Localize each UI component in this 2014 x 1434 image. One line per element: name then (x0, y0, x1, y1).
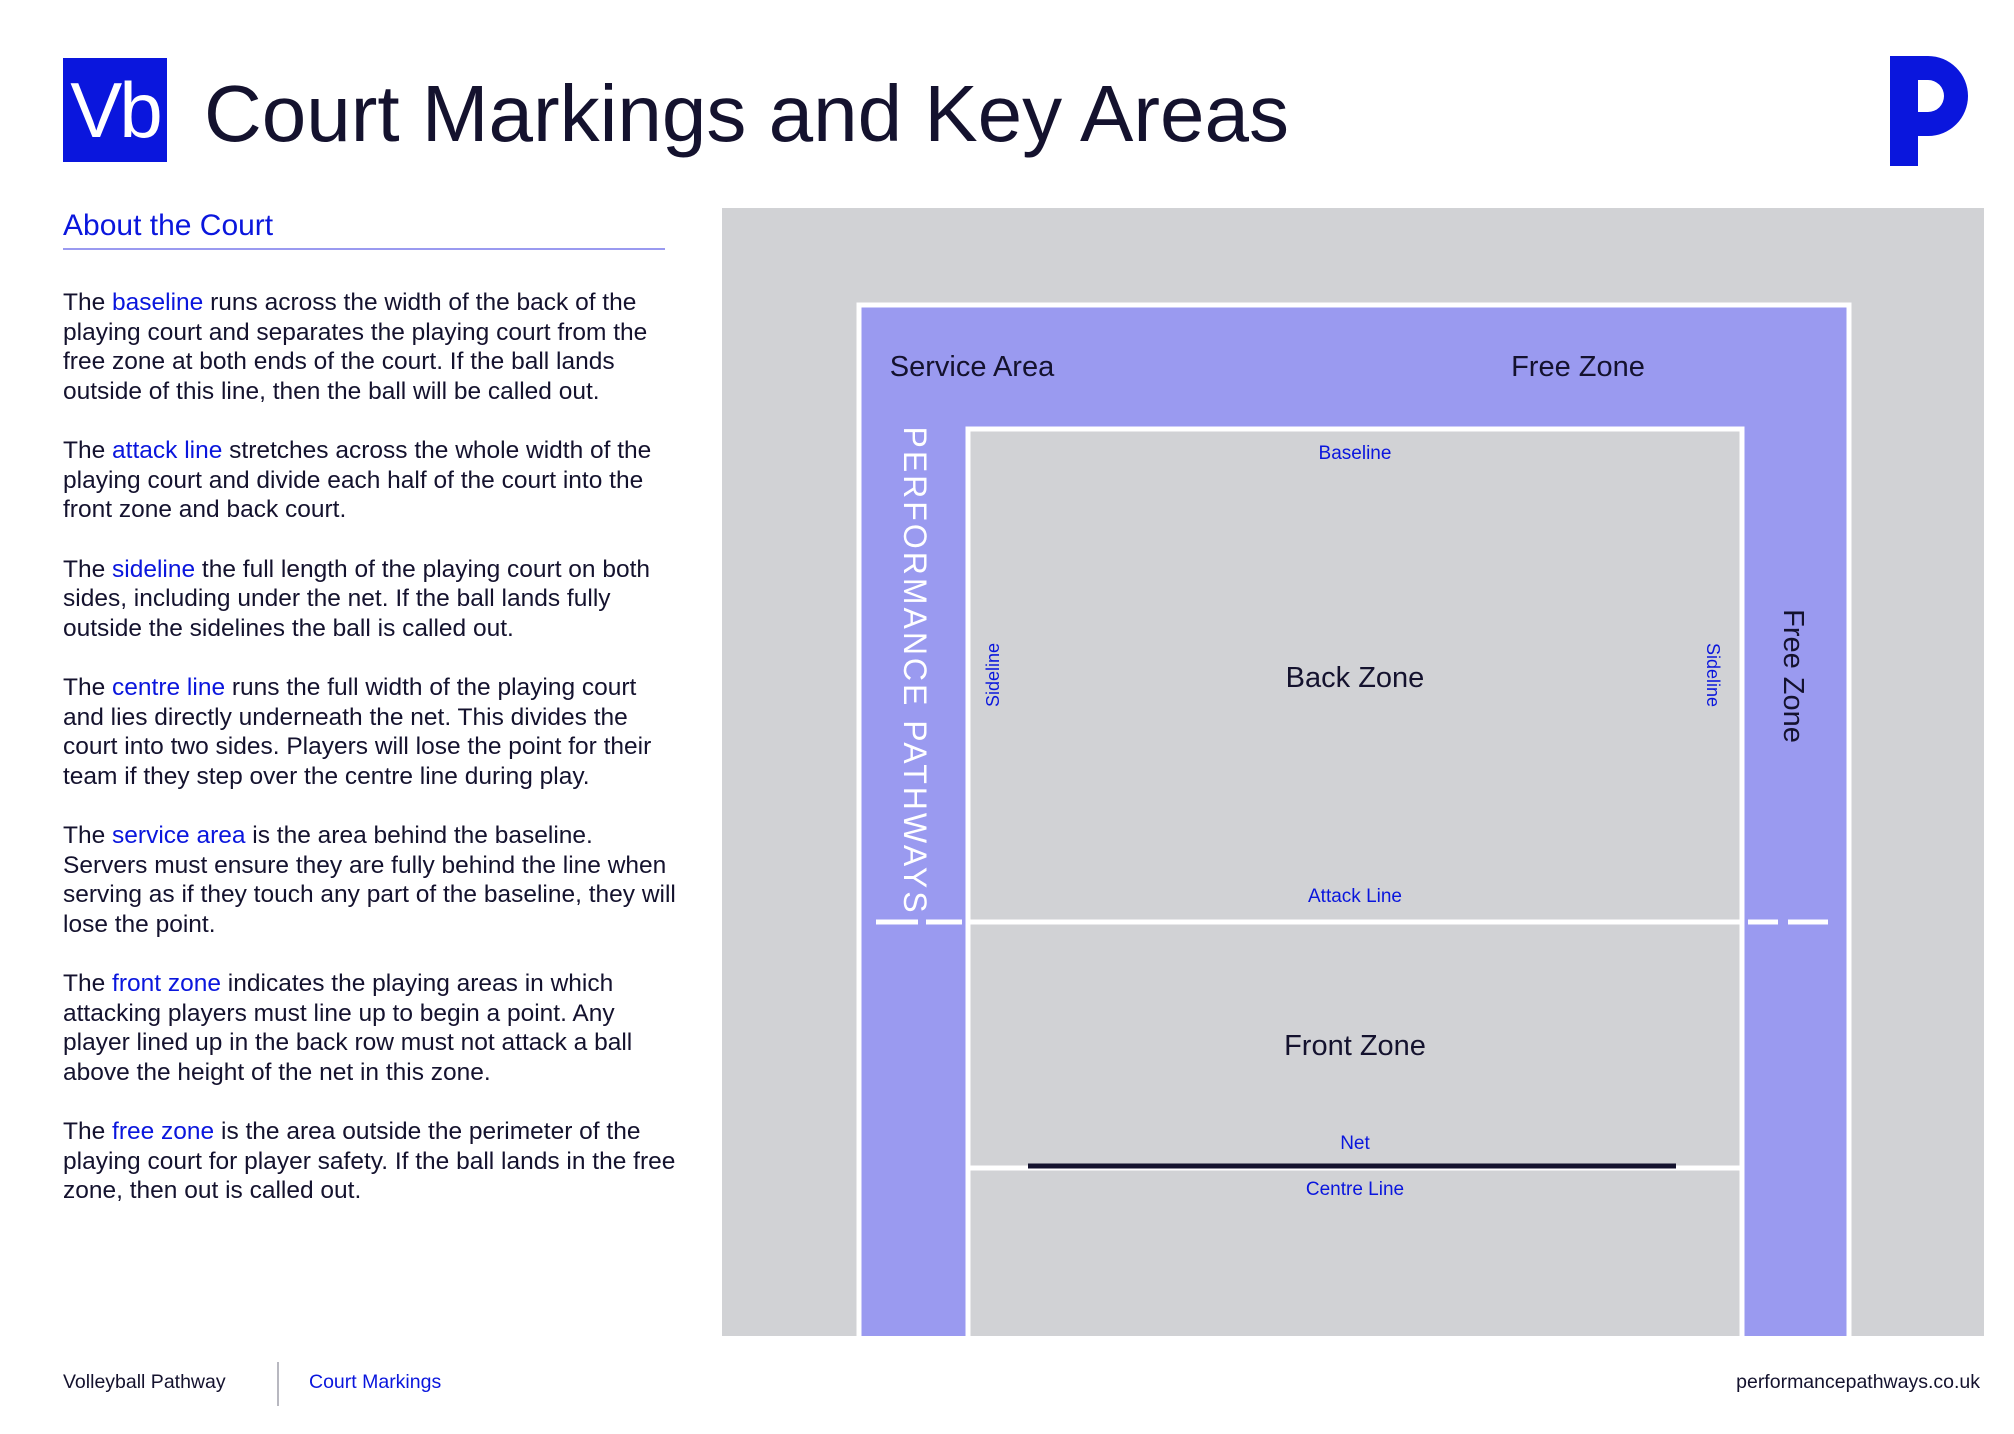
paragraph-attack-line: The attack line stretches across the who… (63, 437, 652, 523)
paragraph-service-area: The service area is the area behind the … (63, 822, 676, 938)
term-attack-line: attack line (112, 437, 223, 464)
court-boundary (965, 426, 1745, 1336)
label-back-zone: Back Zone (1286, 662, 1425, 694)
term-sideline: sideline (112, 555, 196, 583)
free-zone-border (856, 302, 1852, 1336)
paragraph-front-zone: The front zone indicates the playing are… (63, 970, 633, 1086)
label-free-zone-side: Free Zone (1777, 609, 1809, 743)
paragraph-centre-line: The centre line runs the full width of t… (63, 674, 652, 790)
paragraph-free-zone: The free zone is the area outside the pe… (63, 1118, 676, 1204)
label-sideline-right: Sideline (1703, 643, 1723, 707)
court-diagram: Service Area Free Zone Free Zone PERFORM… (722, 208, 1984, 1336)
body-text: The baseline runs across the width of th… (63, 288, 683, 1236)
paragraph-sideline: The sideline the full length of the play… (63, 555, 651, 642)
label-net: Net (1340, 1133, 1370, 1154)
label-centre-line: Centre Line (1306, 1179, 1404, 1200)
performance-pathways-p-logo-icon (1890, 56, 1968, 166)
label-sideline-left: Sideline (983, 643, 1003, 707)
term-free-zone: free zone (112, 1118, 215, 1145)
footer-website: performancepathways.co.uk (1736, 1371, 1980, 1393)
footer-pathway: Volleyball Pathway (63, 1371, 226, 1393)
label-free-zone-top: Free Zone (1511, 351, 1645, 383)
term-baseline: baseline (112, 289, 204, 316)
footer-divider (277, 1362, 279, 1406)
paragraph-baseline: The baseline runs across the width of th… (63, 289, 648, 405)
section-heading: About the Court (63, 204, 665, 250)
term-centre-line: centre line (112, 674, 226, 701)
page-title: Court Markings and Key Areas (204, 69, 1289, 158)
footer-section: Court Markings (309, 1371, 442, 1393)
label-performance-pathways: PERFORMANCE PATHWAYS (897, 426, 933, 915)
label-front-zone: Front Zone (1284, 1030, 1426, 1062)
label-baseline: Baseline (1319, 443, 1392, 464)
playing-court (968, 429, 1742, 1336)
vb-badge: Vb (63, 58, 167, 162)
term-front-zone: front zone (112, 970, 221, 997)
label-attack-line: Attack Line (1308, 886, 1402, 907)
label-service-area: Service Area (890, 351, 1055, 383)
term-service-area: service area (112, 822, 246, 849)
